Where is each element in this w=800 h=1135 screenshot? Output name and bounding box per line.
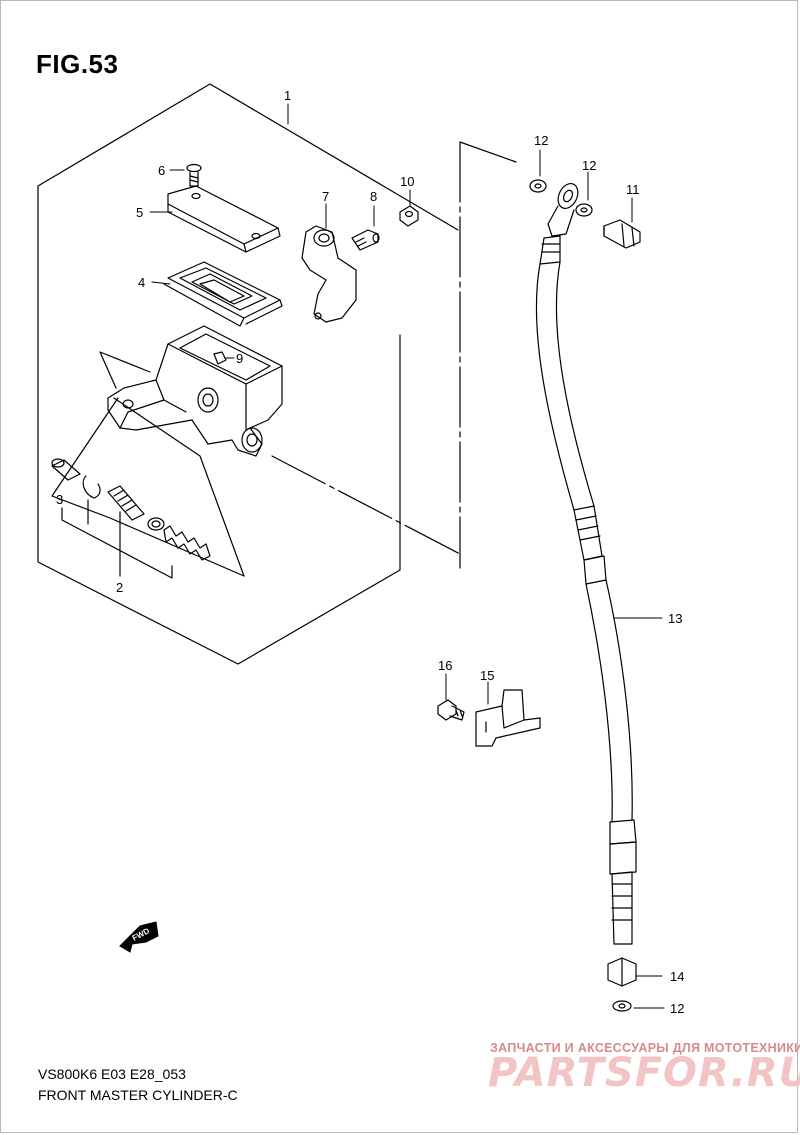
callout-10: 10 bbox=[400, 174, 414, 189]
sealing-washers bbox=[529, 179, 632, 1012]
callout-4: 4 bbox=[138, 275, 145, 290]
callout-5: 5 bbox=[136, 205, 143, 220]
hose-fitting bbox=[607, 957, 637, 987]
hose-clamp bbox=[475, 689, 541, 747]
union-bolt bbox=[603, 219, 641, 249]
brake-hose bbox=[535, 183, 637, 945]
piston-kit bbox=[51, 458, 211, 579]
callout-8: 8 bbox=[370, 189, 377, 204]
callout-13: 13 bbox=[668, 611, 682, 626]
callout-3: 3 bbox=[56, 492, 63, 507]
fwd-arrow: FWD bbox=[119, 921, 159, 953]
nut bbox=[399, 205, 419, 227]
diaphragm bbox=[163, 261, 283, 327]
callout-14: 14 bbox=[670, 969, 684, 984]
callout-9: 9 bbox=[236, 351, 243, 366]
callout-12c: 12 bbox=[670, 1001, 684, 1016]
cap-screw bbox=[186, 163, 202, 187]
assembly-outline bbox=[37, 83, 459, 665]
clamp-bolt bbox=[437, 699, 465, 721]
callout-6: 6 bbox=[158, 163, 165, 178]
model-code: VS800K6 E03 E28_053 bbox=[38, 1066, 186, 1082]
callout-labels: 1 2 3 4 5 6 7 8 9 10 11 12 12 13 14 12 1… bbox=[56, 88, 684, 1016]
breather-nut bbox=[213, 351, 227, 365]
callout-12a: 12 bbox=[534, 133, 548, 148]
callout-12b: 12 bbox=[582, 158, 596, 173]
callout-7: 7 bbox=[322, 189, 329, 204]
callout-2: 2 bbox=[116, 580, 123, 595]
holder-bolt bbox=[351, 229, 380, 251]
watermark-logo: PARTSFOR.RU bbox=[488, 1050, 800, 1096]
callout-15: 15 bbox=[480, 668, 494, 683]
assembly-guide-lines bbox=[51, 351, 245, 577]
dashed-guide-right bbox=[271, 141, 517, 569]
callout-leaders bbox=[119, 103, 665, 1009]
holder bbox=[301, 225, 357, 323]
figure-caption: FRONT MASTER CYLINDER-C bbox=[38, 1087, 238, 1103]
callout-16: 16 bbox=[438, 658, 452, 673]
reservoir-cap bbox=[167, 185, 281, 253]
figure-title: FIG.53 bbox=[36, 49, 119, 79]
callout-11: 11 bbox=[626, 182, 640, 197]
callout-1: 1 bbox=[284, 88, 291, 103]
watermark-caption: ЗАПЧАСТИ И АКСЕССУАРЫ ДЛЯ МОТОТЕХНИКИ bbox=[490, 1041, 800, 1055]
master-cylinder-body bbox=[107, 325, 283, 457]
